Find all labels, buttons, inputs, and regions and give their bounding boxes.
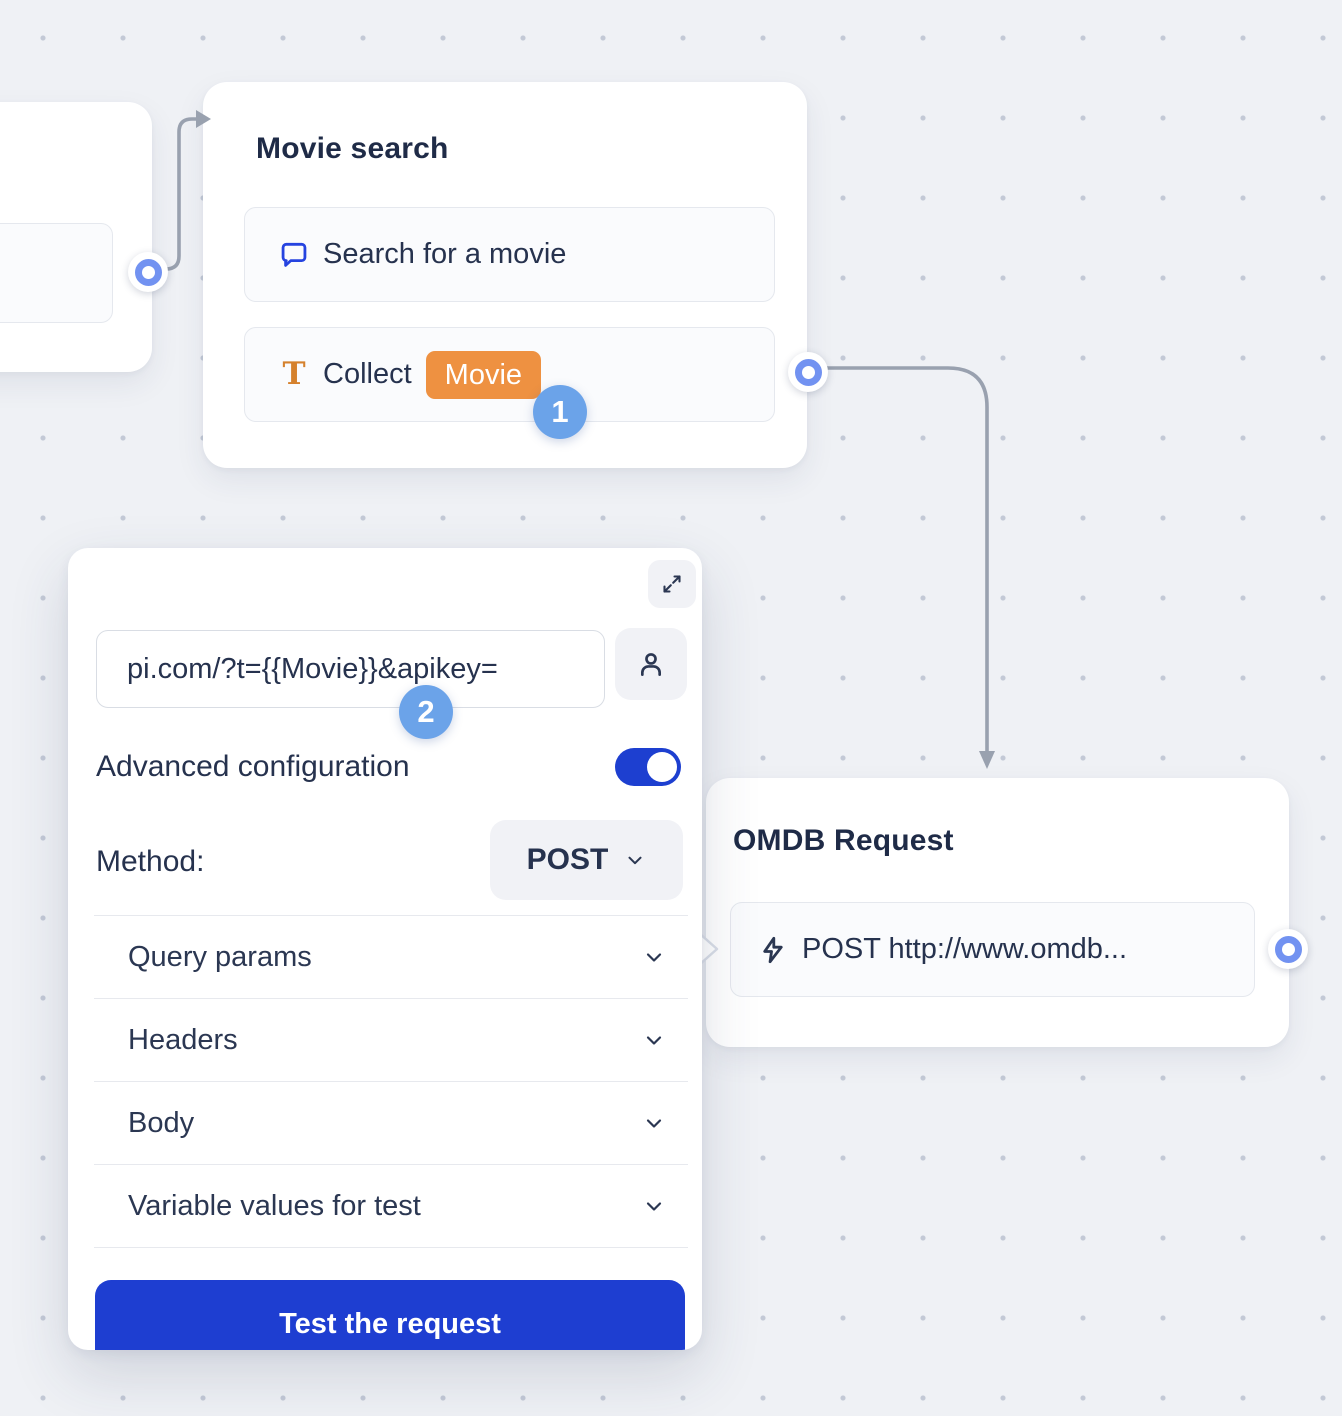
test-request-button[interactable]: Test the request — [95, 1280, 685, 1350]
section-variable-values[interactable]: Variable values for test — [94, 1164, 688, 1248]
section-label: Query params — [128, 940, 312, 973]
section-label: Variable values for test — [128, 1189, 421, 1222]
step-badge-1: 1 — [533, 385, 587, 439]
method-label: Method: — [96, 845, 205, 878]
chevron-down-icon — [624, 849, 646, 871]
variable-badge[interactable]: Movie — [425, 350, 542, 399]
port-ring — [1274, 935, 1302, 963]
method-value: POST — [526, 843, 609, 876]
expand-icon — [660, 572, 684, 596]
user-variable-button[interactable] — [615, 628, 687, 700]
node-item-label: Collect — [323, 358, 412, 390]
accordion-sections: Query params Headers Body Variable value… — [94, 915, 688, 1248]
node-card-omdb-request[interactable]: OMDB Request POST http://www.omdb... — [706, 778, 1289, 1047]
node-item-collect[interactable]: T Collect Movie — [244, 327, 775, 422]
node-card-partial[interactable] — [0, 102, 152, 372]
request-config-panel: Advanced configuration Method: POST Quer… — [68, 548, 702, 1350]
section-query-params[interactable]: Query params — [94, 915, 688, 998]
port-ring — [134, 258, 162, 286]
node-card-movie-search[interactable]: Movie search Search for a movie T Collec… — [203, 82, 807, 468]
connector-arrowhead — [979, 751, 995, 769]
node-item-label: POST http://www.omdb... — [802, 933, 1128, 965]
node-item-webhook[interactable]: POST http://www.omdb... — [730, 902, 1255, 997]
output-port[interactable] — [1268, 929, 1308, 969]
chevron-down-icon — [642, 1111, 666, 1135]
step-badge-2: 2 — [399, 685, 453, 739]
text-input-icon: T — [282, 356, 306, 392]
person-icon — [635, 648, 667, 680]
node-title: Movie search — [256, 132, 449, 165]
node-title: OMDB Request — [733, 824, 954, 857]
connector-line — [155, 117, 198, 271]
node-item[interactable] — [0, 223, 113, 323]
section-body[interactable]: Body — [94, 1081, 688, 1164]
chevron-down-icon — [642, 1028, 666, 1052]
lightning-icon — [756, 933, 790, 967]
toggle-knob — [647, 752, 677, 782]
connector-line — [812, 366, 989, 754]
port-ring — [794, 358, 822, 386]
chat-bubble-icon — [277, 238, 311, 272]
node-item-label: Search for a movie — [323, 238, 567, 270]
method-dropdown[interactable]: POST — [490, 820, 683, 900]
expand-button[interactable] — [648, 560, 696, 608]
section-headers[interactable]: Headers — [94, 998, 688, 1081]
advanced-configuration-label: Advanced configuration — [96, 750, 410, 783]
node-item-search[interactable]: Search for a movie — [244, 207, 775, 302]
chevron-down-icon — [642, 1194, 666, 1218]
section-label: Body — [128, 1106, 195, 1139]
output-port[interactable] — [128, 252, 168, 292]
section-label: Headers — [128, 1023, 238, 1056]
chevron-down-icon — [642, 945, 666, 969]
output-port[interactable] — [788, 352, 828, 392]
request-url-input[interactable] — [96, 630, 605, 708]
advanced-config-toggle[interactable] — [615, 748, 681, 786]
